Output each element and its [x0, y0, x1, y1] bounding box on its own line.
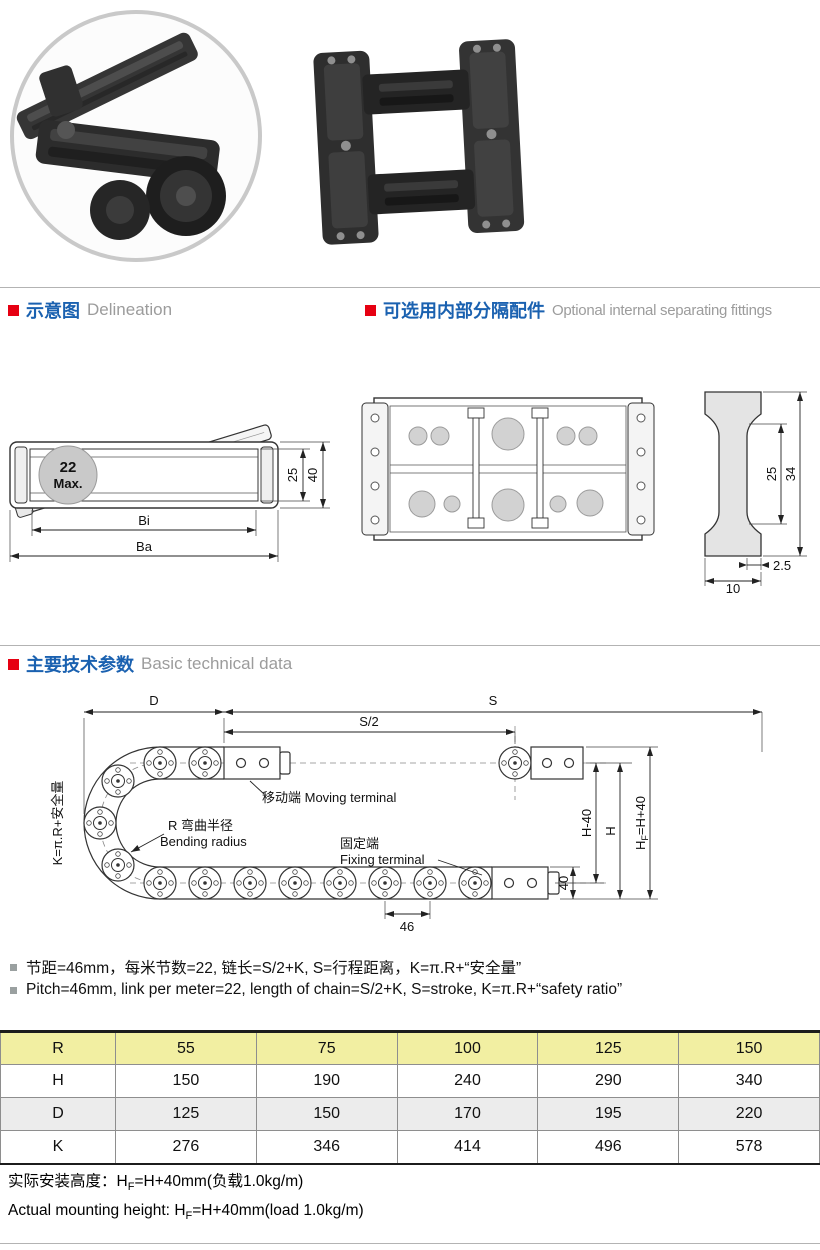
- section-title-cn: 主要技术参数: [26, 655, 134, 675]
- table-cell: 150: [255, 1097, 398, 1131]
- table-row-d: D 125 150 170 195 220: [0, 1097, 820, 1131]
- section-header-technical: 主要技术参数 Basic technical data: [8, 652, 292, 676]
- ball-value: 22: [60, 459, 77, 476]
- mounting-note-en: Actual mounting height: HF=H+40mm(load 1…: [8, 1202, 364, 1223]
- chain-link-open-photo: [16, 32, 226, 240]
- separator-profile-drawing: 25 34 2.5 10: [704, 391, 807, 594]
- section-title-cn: 可选用内部分隔配件: [383, 301, 545, 321]
- table-cell: 220: [678, 1097, 820, 1131]
- dim-s-half: S/2: [359, 714, 379, 729]
- table-header-row: R 55 75 100 125 150: [0, 1030, 820, 1065]
- table-cell: 414: [396, 1130, 539, 1165]
- dim-46: 46: [400, 919, 414, 934]
- table-cell: 125: [537, 1030, 680, 1065]
- top-view-drawing: [361, 397, 655, 541]
- technical-data-table: R 55 75 100 125 150 H 150 190 240 290 34…: [0, 1030, 820, 1165]
- table-cell: 276: [115, 1130, 257, 1165]
- chain-band: [83, 746, 492, 900]
- table-cell: 290: [537, 1064, 680, 1098]
- profile-dimensions: 25 34 2.5 10: [704, 391, 807, 594]
- moving-terminal-label: 移动端 Moving terminal: [262, 790, 396, 805]
- profile-shape: [704, 391, 762, 557]
- dim-s: S: [489, 693, 498, 708]
- section-header-separating: 可选用内部分隔配件 Optional internal separating f…: [365, 298, 772, 322]
- pitch-note-cn: 节距=46mm，每米节数=22, 链长=S/2+K, S=行程距离，K=π.R+…: [10, 956, 521, 978]
- product-photo-left: [10, 10, 262, 262]
- table-cell: 190: [255, 1064, 398, 1098]
- dim-34: 34: [783, 467, 798, 481]
- fixing-terminal-label-en: Fixing terminal: [340, 852, 425, 867]
- fixing-terminal-label-cn: 固定端: [340, 836, 379, 851]
- table-cell: 346: [255, 1130, 398, 1165]
- dim-d: D: [149, 693, 158, 708]
- dim-10: 10: [726, 581, 740, 594]
- pitch-note-en: Pitch=46mm, link per meter=22, length of…: [10, 981, 622, 999]
- table-cell: 195: [537, 1097, 680, 1131]
- fixing-terminal: [491, 866, 560, 900]
- table-cell: 578: [678, 1130, 820, 1165]
- dim-25: 25: [764, 467, 779, 481]
- side-view-drawing: 22 Max. 25 40 Bi Ba: [9, 424, 330, 562]
- section-title-en: Basic technical data: [141, 654, 293, 673]
- red-square-bullet: [8, 304, 19, 316]
- note-bullet: [10, 963, 17, 971]
- product-photo-right: [313, 39, 525, 245]
- section-title-cn: 示意图: [26, 301, 80, 321]
- ball-max-label: Max.: [54, 476, 83, 491]
- table-row-k: K 276 346 414 496 578: [0, 1130, 820, 1165]
- dim-40: 40: [305, 468, 320, 482]
- mounting-height-note: 实际安装高度：HF=H+40mm(负载1.0kg/m) Actual mount…: [8, 1170, 364, 1228]
- pitch-note-text-en: Pitch=46mm, link per meter=22, length of…: [26, 981, 623, 998]
- bending-radius-label-en: Bending radius: [160, 834, 247, 849]
- mounting-note-cn: 实际安装高度：HF=H+40mm(负载1.0kg/m): [8, 1173, 304, 1194]
- diagram-labels: 移动端 Moving terminal R 弯曲半径 Bending radiu…: [50, 781, 483, 876]
- section-header-delineation: 示意图 Delineation: [8, 298, 172, 322]
- table-cell: 150: [678, 1030, 820, 1065]
- section-title-en: Delineation: [87, 300, 173, 319]
- dim-ba: Ba: [136, 539, 153, 554]
- table-cell: 170: [396, 1097, 539, 1131]
- chain-links: [83, 746, 532, 900]
- dim-25: 25: [285, 468, 300, 482]
- section-title-en: Optional internal separating fittings: [552, 301, 772, 319]
- table-cell: 55: [115, 1030, 257, 1065]
- table-cell: 496: [537, 1130, 680, 1165]
- note-bullet: [10, 986, 17, 994]
- k-formula-label: K=π.R+安全量: [50, 781, 65, 866]
- internal-separators: [467, 407, 549, 529]
- table-cell: 240: [396, 1064, 539, 1098]
- bend-diagram: D S S/2 46 40 H-40 H HF=H+40 移动端 Moving …: [50, 693, 763, 934]
- section-rule-middle: [0, 645, 820, 646]
- page-bottom-rule: [0, 1243, 820, 1244]
- dim-h-minus-40: H-40: [579, 809, 594, 837]
- diagram-dimensions: D S S/2 46 40 H-40 H HF=H+40: [83, 693, 763, 934]
- moving-terminal-far: [530, 746, 584, 780]
- red-square-bullet: [8, 658, 19, 670]
- side-view-dimensions: 25 40 Bi Ba: [9, 441, 330, 562]
- dim-2-5: 2.5: [773, 558, 791, 573]
- table-row-h: H 150 190 240 290 340: [0, 1064, 820, 1098]
- section-rule-top: [0, 287, 820, 288]
- table-cell: 150: [115, 1064, 257, 1098]
- table-cell: H: [0, 1064, 116, 1098]
- chain-link-frame-photo: [313, 39, 525, 245]
- table-cell: D: [0, 1097, 116, 1131]
- max-cable-ball: 22 Max.: [38, 445, 98, 505]
- dim-hf: HF=H+40: [633, 796, 650, 850]
- moving-terminal: [223, 746, 291, 780]
- table-cell: 75: [255, 1030, 398, 1065]
- bending-radius-label-cn: R 弯曲半径: [168, 818, 233, 833]
- table-cell: 340: [678, 1064, 820, 1098]
- cable-holes: [408, 417, 604, 522]
- dim-h: H: [603, 826, 618, 835]
- table-cell: R: [0, 1030, 116, 1065]
- pitch-note-text-cn: 节距=46mm，每米节数=22, 链长=S/2+K, S=行程距离，K=π.R+…: [26, 960, 522, 977]
- dim-bi: Bi: [138, 513, 150, 528]
- table-cell: K: [0, 1130, 116, 1165]
- table-cell: 125: [115, 1097, 257, 1131]
- table-cell: 100: [396, 1030, 539, 1065]
- red-square-bullet: [365, 304, 376, 316]
